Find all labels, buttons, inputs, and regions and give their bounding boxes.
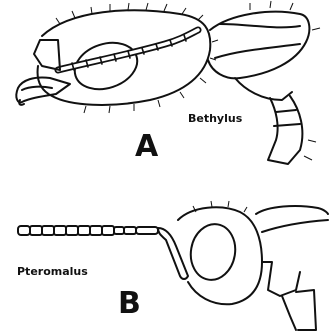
panel-label-b: B <box>118 289 141 319</box>
pteromalus-scape <box>158 228 188 279</box>
bethylus-fore-leg <box>235 78 292 100</box>
species-label-pteromalus: Pteromalus <box>17 266 88 277</box>
pteromalus-compound-eye <box>186 221 239 284</box>
bethylus-head-drawing <box>16 10 309 164</box>
pteromalus-thorax <box>256 206 328 214</box>
pteromalus-antenna <box>18 226 158 235</box>
panel-label-a: A <box>135 132 158 162</box>
species-label-bethylus: Bethylus <box>188 113 242 124</box>
bethylus-setae <box>56 1 320 160</box>
pteromalus-leg <box>296 290 316 330</box>
